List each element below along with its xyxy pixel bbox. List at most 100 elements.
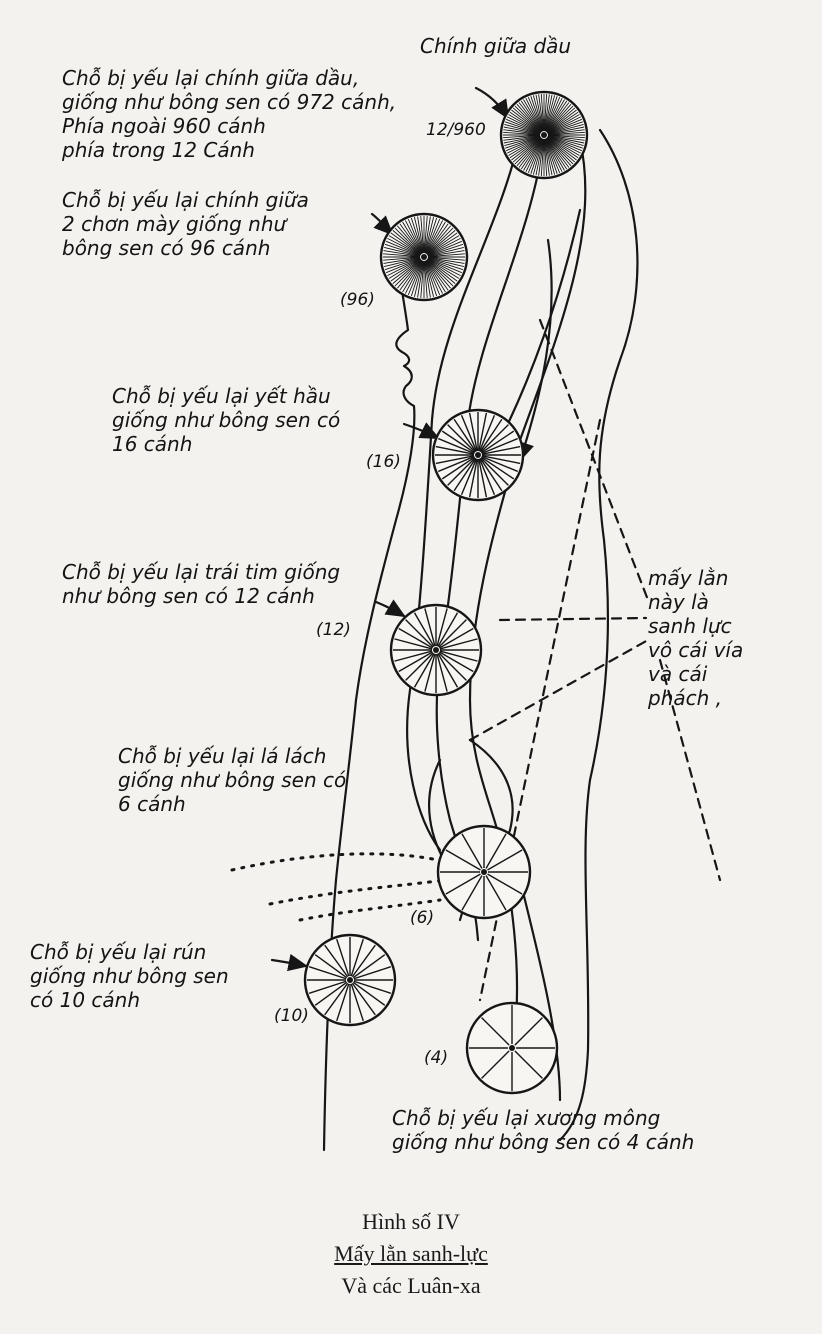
brow-petal-line <box>383 250 421 257</box>
brow-petal-line <box>397 225 422 255</box>
throat-petal-line <box>468 412 478 452</box>
label-throat-chakra: Chỗ bị yếu lại yết hầu giống như bông se… <box>112 384 340 456</box>
brow-petal-line <box>384 257 421 268</box>
heart-petal-line <box>405 619 434 648</box>
brow-petal-line <box>384 246 421 257</box>
crown-petal-line <box>503 134 541 139</box>
arrow-navel <box>270 953 309 972</box>
brow-petal-line <box>424 216 431 254</box>
crown-petal-line <box>530 96 544 132</box>
crown-petal-line <box>546 109 577 133</box>
brow-petal-line <box>420 216 425 254</box>
crown-petal-line <box>520 138 543 170</box>
crown-petal-line <box>547 121 583 135</box>
spleen-chakra-center <box>481 869 487 875</box>
label-crown-chakra: Chỗ bị yếu lại chính giữa dầu, giống như… <box>62 66 396 162</box>
brow-petal-line <box>390 258 422 282</box>
navel-line-1: Chỗ bị yếu lại rún <box>30 940 207 964</box>
navel-petal-line <box>314 981 348 1006</box>
brow-line-1: Chỗ bị yếu lại chính giữa <box>62 188 309 212</box>
crown-petal-line <box>547 135 583 149</box>
brow-petal-line <box>427 258 463 274</box>
crown-petal-line <box>507 136 541 154</box>
brow-petal-line <box>425 218 441 254</box>
brow-petal-line <box>427 257 464 268</box>
energy-line-text-3: sanh lực <box>648 614 732 638</box>
throat-petal-line <box>478 412 488 452</box>
brow-petal-line <box>427 258 460 279</box>
throat-petal-line <box>460 458 478 495</box>
crown-line-3: Phía ngoài 960 cánh <box>62 114 266 138</box>
body-outline-front <box>322 230 416 1152</box>
navel-petal-line <box>336 983 350 1022</box>
heart-chakra-disc <box>389 603 483 697</box>
navel-petal-line <box>350 938 364 977</box>
spleen-petal-line <box>487 849 523 871</box>
brow-petal-line <box>385 258 421 274</box>
label-heart-chakra: Chỗ bị yếu lại trái tim giống như bông s… <box>62 560 340 608</box>
brow-petal-line <box>390 232 422 256</box>
brow-petal-line <box>426 259 456 284</box>
crown-petal-line <box>545 98 563 132</box>
throat-petal-line <box>480 430 515 454</box>
energy-line-text-6: phách , <box>648 686 723 710</box>
navel-chakra-center <box>347 977 353 983</box>
label-center-of-head: Chính giữa dầu <box>420 34 572 58</box>
crown-line-4: phía trong 12 Cánh <box>62 138 255 162</box>
channel-down <box>518 878 562 1102</box>
crown-petal-line <box>547 136 579 159</box>
heart-petal-line <box>405 652 434 681</box>
crown-petal-line <box>547 136 581 154</box>
brow-petal-line <box>423 260 428 298</box>
crown-petal-line <box>544 138 558 174</box>
brow-petal-line <box>410 260 424 297</box>
label-navel-chakra: Chỗ bị yếu lại rún giống như bông sen có… <box>30 940 229 1012</box>
brow-petal-line <box>427 257 464 271</box>
crown-petal-line <box>544 96 558 132</box>
root-chakra-disc <box>465 1001 559 1095</box>
heart-petal-line <box>439 627 474 649</box>
spleen-rays-2 <box>268 878 448 906</box>
heart-petal-line <box>437 612 459 647</box>
crown-petal-line <box>547 135 584 147</box>
brow-petal-line <box>407 218 423 254</box>
brow-petal-line <box>426 259 451 289</box>
heart-petal-line <box>398 651 433 673</box>
brow-petal-line <box>387 237 421 256</box>
crown-petal-count: 12/960 <box>426 120 486 140</box>
arrow-throat <box>402 422 440 440</box>
brow-petal-line <box>424 260 431 298</box>
crown-petal-line <box>503 129 541 135</box>
heart-petal-line <box>439 638 478 650</box>
energy-line-5 <box>478 418 602 1002</box>
crown-petal-line <box>544 138 550 176</box>
body-outline-back <box>558 128 639 1142</box>
heart-chakra-center <box>433 647 439 653</box>
brow-petal-line <box>424 217 438 254</box>
crown-petal-line <box>545 138 561 174</box>
crown-petal-line <box>505 135 541 149</box>
energy-line-text-4: vô cái vía <box>648 638 744 662</box>
crown-petal-line <box>545 99 565 132</box>
navel-petal-line <box>352 954 386 979</box>
spleen-rays-1 <box>230 852 448 872</box>
navel-petal-line <box>353 980 392 994</box>
brow-petal-line <box>426 227 454 255</box>
brow-petal-line <box>425 260 446 293</box>
brow-petal-line <box>427 253 465 258</box>
brow-petal-line <box>402 260 423 293</box>
spleen-petal-line <box>487 873 523 895</box>
spleen-petal-line <box>445 849 481 871</box>
throat-petal-line <box>481 437 518 455</box>
throat-petal-line <box>478 415 496 452</box>
crown-petal-line <box>509 111 541 134</box>
crown-petal-line <box>540 138 545 176</box>
crown-petal-line <box>527 138 543 174</box>
crown-chakra-center <box>541 132 547 138</box>
crown-petal-line <box>518 102 542 133</box>
spleen-petal-line <box>485 875 507 911</box>
brow-petal-line <box>417 260 424 298</box>
crown-petal-line <box>547 116 581 134</box>
spleen-line-2: giống như bông sen có <box>118 768 347 792</box>
